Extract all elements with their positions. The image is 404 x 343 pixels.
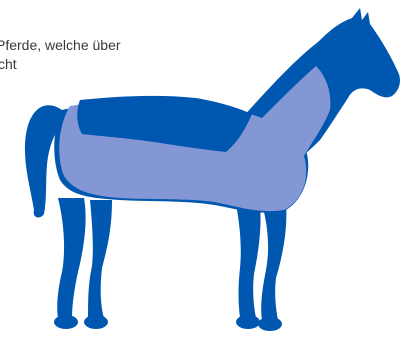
horse-hind-leg-far — [88, 200, 112, 318]
horse-front-leg-far — [236, 204, 261, 318]
horse-hooves — [54, 315, 282, 331]
horse-front-leg-near — [261, 204, 286, 320]
horse-hind-leg-near — [57, 198, 85, 318]
